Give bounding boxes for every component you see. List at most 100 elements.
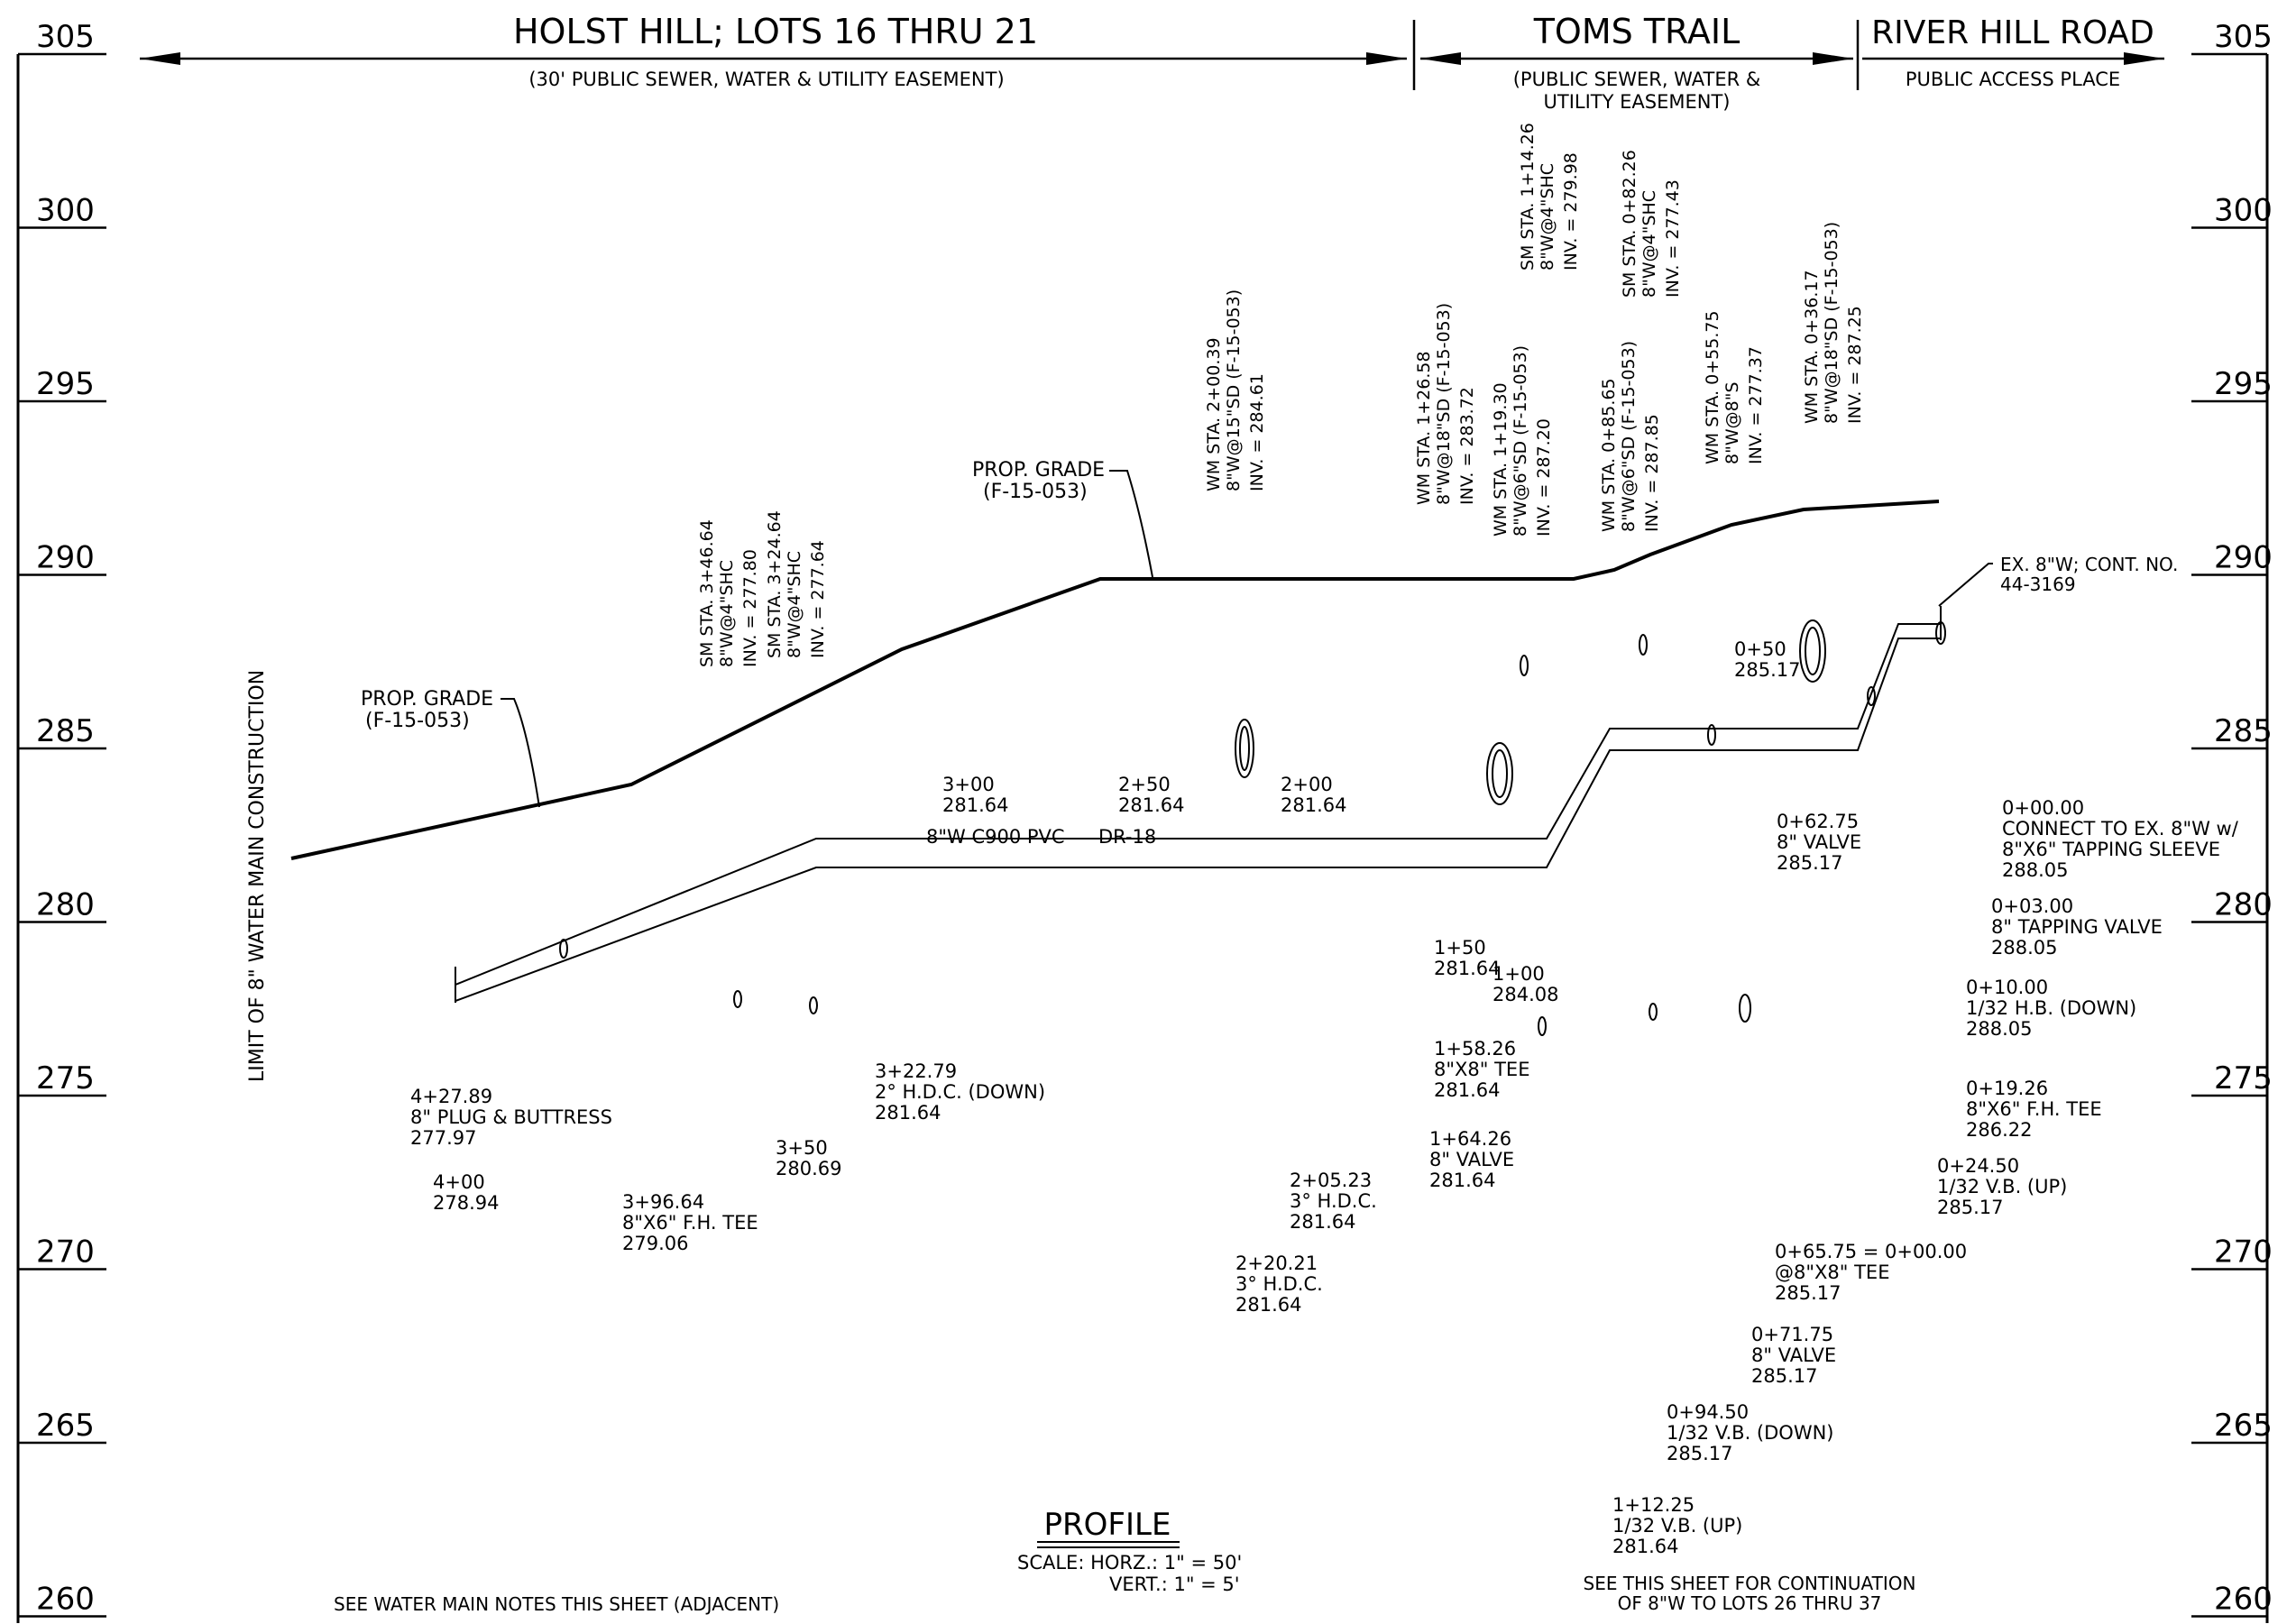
svg-text:1+64.26: 1+64.26 [1429, 1128, 1511, 1150]
header-river: RIVER HILL ROAD PUBLIC ACCESS PLACE [1862, 14, 2164, 90]
svg-text:281.64: 281.64 [1281, 794, 1346, 816]
svg-text:8"W@18"SD (F-15-053): 8"W@18"SD (F-15-053) [1822, 222, 1842, 424]
toms-subtitle-1: (PUBLIC SEWER, WATER & [1513, 69, 1761, 90]
station-callout: 2+20.213° H.D.C.281.64 [1235, 1252, 1323, 1316]
svg-text:EX. 8"W; CONT. NO.: EX. 8"W; CONT. NO. [2000, 554, 2178, 575]
svg-text:281.64: 281.64 [1434, 958, 1500, 979]
limit-label: LIMIT OF 8" WATER MAIN CONSTRUCTION [246, 670, 269, 1082]
svg-text:281.64: 281.64 [1612, 1536, 1678, 1557]
elevation-label: 260 [2214, 1582, 2273, 1618]
svg-text:3° H.D.C.: 3° H.D.C. [1235, 1273, 1323, 1295]
svg-text:8"W@4"SHC: 8"W@4"SHC [717, 560, 737, 667]
svg-text:281.64: 281.64 [1290, 1211, 1355, 1233]
note-left: SEE WATER MAIN NOTES THIS SHEET (ADJACEN… [334, 1593, 779, 1615]
svg-text:0+00.00: 0+00.00 [2002, 797, 2084, 819]
svg-text:3+96.64: 3+96.64 [622, 1191, 704, 1213]
svg-text:SM STA. 3+46.64: SM STA. 3+46.64 [697, 519, 717, 667]
elevation-label: 280 [2214, 887, 2273, 923]
svg-text:8"X8" TEE: 8"X8" TEE [1434, 1059, 1529, 1080]
grade-label-left: PROP. GRADE (F-15-053) [361, 688, 540, 808]
svg-text:8"X6" F.H. TEE: 8"X6" F.H. TEE [1966, 1098, 2102, 1120]
elevation-label: 290 [36, 540, 95, 576]
svg-text:INV. = 284.61: INV. = 284.61 [1247, 373, 1267, 491]
svg-text:0+71.75: 0+71.75 [1751, 1324, 1833, 1345]
svg-text:8"W@6"SD (F-15-053): 8"W@6"SD (F-15-053) [1619, 341, 1639, 532]
svg-text:8"W@6"SD (F-15-053): 8"W@6"SD (F-15-053) [1511, 345, 1530, 537]
svg-text:288.05: 288.05 [1991, 937, 2057, 959]
svg-text:1/32 V.B. (UP): 1/32 V.B. (UP) [1937, 1176, 2067, 1197]
elevation-label: 265 [2214, 1408, 2273, 1444]
svg-text:(F-15-053): (F-15-053) [983, 481, 1088, 503]
svg-text:288.05: 288.05 [1966, 1018, 2032, 1040]
svg-text:285.17: 285.17 [1775, 1282, 1841, 1304]
svg-text:285.17: 285.17 [1777, 852, 1842, 874]
svg-text:SM STA. 3+24.64: SM STA. 3+24.64 [765, 510, 785, 658]
svg-text:1/32 H.B. (DOWN): 1/32 H.B. (DOWN) [1966, 997, 2136, 1019]
svg-text:1+00: 1+00 [1493, 963, 1545, 985]
elevation-label: 295 [36, 366, 95, 402]
svg-text:4+27.89: 4+27.89 [410, 1086, 492, 1107]
svg-text:SM STA. 1+14.26: SM STA. 1+14.26 [1518, 123, 1538, 271]
elevation-label: 305 [36, 19, 95, 55]
elevation-label: 285 [36, 713, 95, 749]
svg-text:0+10.00: 0+10.00 [1966, 977, 2048, 998]
holst-subtitle: (30' PUBLIC SEWER, WATER & UTILITY EASEM… [528, 69, 1004, 90]
elevation-label: 290 [2214, 540, 2273, 576]
elevation-label: 275 [2214, 1060, 2273, 1096]
svg-text:INV. = 283.72: INV. = 283.72 [1457, 387, 1477, 505]
svg-text:INV. = 277.64: INV. = 277.64 [808, 540, 828, 658]
svg-text:INV. = 287.85: INV. = 287.85 [1642, 414, 1662, 532]
svg-text:PROP. GRADE: PROP. GRADE [972, 459, 1105, 482]
svg-text:2° H.D.C. (DOWN): 2° H.D.C. (DOWN) [875, 1081, 1045, 1103]
svg-text:PROP. GRADE: PROP. GRADE [361, 688, 493, 711]
svg-text:INV. = 287.20: INV. = 287.20 [1534, 418, 1554, 537]
grade-label-right: PROP. GRADE (F-15-053) [972, 459, 1153, 578]
svg-text:2+20.21: 2+20.21 [1235, 1252, 1318, 1274]
svg-text:8"W@18"SD (F-15-053): 8"W@18"SD (F-15-053) [1434, 303, 1454, 505]
crossing-ellipses [559, 619, 1946, 1036]
svg-text:281.64: 281.64 [1118, 794, 1184, 816]
river-subtitle: PUBLIC ACCESS PLACE [1906, 69, 2120, 90]
profile-title-block: PROFILE SCALE: HORZ.: 1" = 50' VERT.: 1"… [1017, 1507, 1242, 1595]
svg-text:8"W@8"S: 8"W@8"S [1722, 381, 1742, 464]
svg-text:8" VALVE: 8" VALVE [1751, 1344, 1836, 1366]
station-callout: 3+22.792° H.D.C. (DOWN)281.64 [875, 1060, 1045, 1124]
svg-text:1/32 V.B. (UP): 1/32 V.B. (UP) [1612, 1515, 1742, 1537]
station-callout: 0+94.501/32 V.B. (DOWN)285.17 [1667, 1401, 1833, 1464]
svg-text:0+50: 0+50 [1734, 638, 1786, 660]
svg-text:8"W@4"SHC: 8"W@4"SHC [785, 551, 804, 658]
elevation-label: 295 [2214, 366, 2273, 402]
svg-text:WM STA. 1+26.58: WM STA. 1+26.58 [1414, 351, 1434, 505]
station-callout: 0+24.501/32 V.B. (UP)285.17 [1937, 1155, 2067, 1218]
svg-text:0+94.50: 0+94.50 [1667, 1401, 1749, 1423]
pipe-material-label: 8"W C900 PVC [926, 826, 1065, 848]
svg-text:288.05: 288.05 [2002, 859, 2068, 881]
toms-subtitle-2: UTILITY EASEMENT) [1544, 91, 1731, 113]
svg-text:1+50: 1+50 [1434, 937, 1486, 959]
svg-text:285.17: 285.17 [1751, 1365, 1817, 1387]
pipe-class-label: DR-18 [1098, 826, 1156, 848]
elevation-label: 275 [36, 1060, 95, 1096]
station-callout: 1+12.251/32 V.B. (UP)281.64 [1612, 1494, 1742, 1557]
holst-title: HOLST HILL; LOTS 16 THRU 21 [513, 12, 1038, 51]
sheet-frame [16, 54, 2269, 1623]
svg-text:278.94: 278.94 [433, 1192, 499, 1214]
